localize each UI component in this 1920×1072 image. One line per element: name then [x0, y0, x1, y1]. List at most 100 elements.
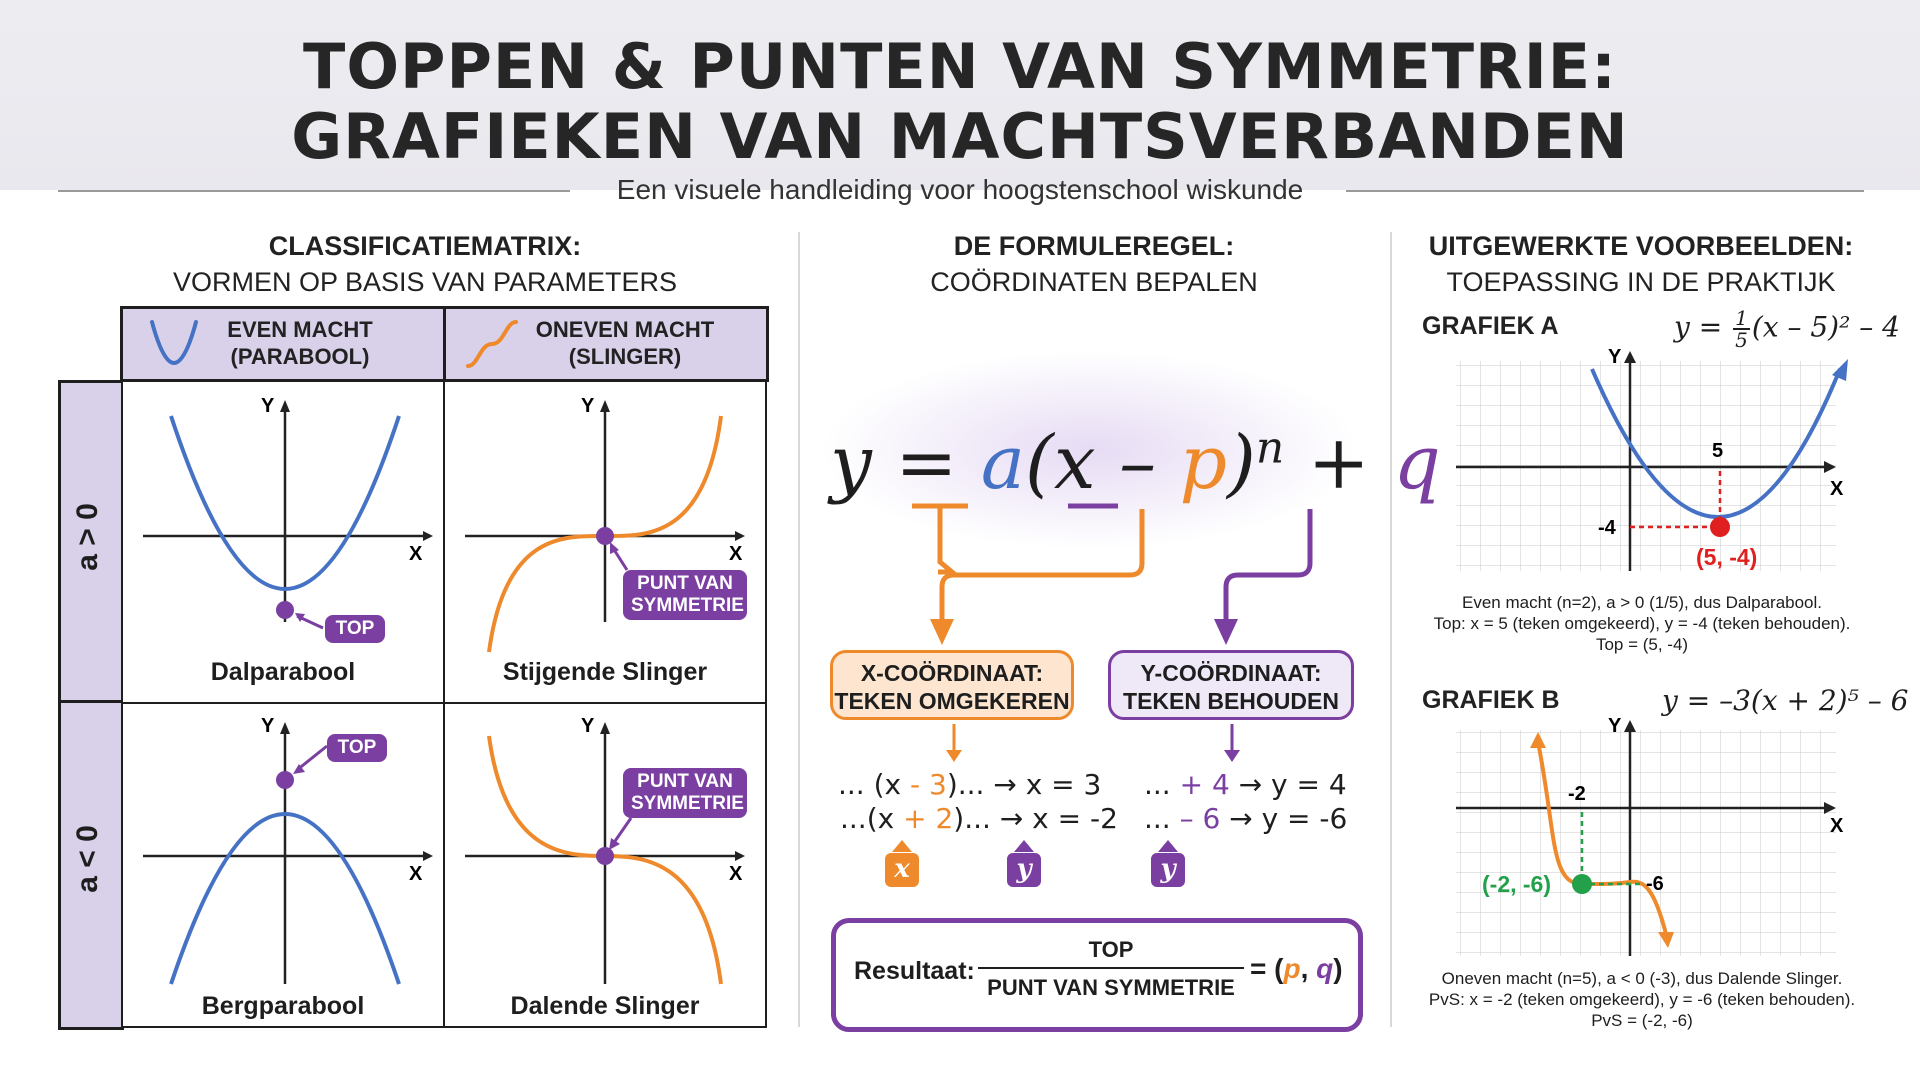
header-band [0, 0, 1920, 190]
y-axis-label: Y [581, 395, 595, 417]
y-axis-label: Y [1608, 715, 1622, 737]
top-pointer-head [293, 764, 305, 774]
parabola-icon [150, 320, 198, 365]
formula-glow [820, 350, 1360, 550]
x-axis-arrow [1824, 802, 1836, 814]
rule-y2-pre: ... [1144, 802, 1180, 835]
graph-b-note: Oneven macht (n=5), a < 0 (-3), dus Dale… [1412, 968, 1872, 1031]
page-title-line1: TOPPEN & PUNTEN VAN SYMMETRIE: [303, 30, 1617, 103]
y-axis-arrow [600, 722, 610, 734]
pvs-pointer [611, 817, 633, 845]
sling-icon [466, 320, 518, 368]
graph-b-curve [1536, 741, 1668, 935]
rule-y2-post: → y = -6 [1220, 802, 1348, 835]
y-coordinate-box: Y-COÖRDINAAT: TEKEN BEHOUDEN [1108, 650, 1354, 720]
graph-a-formula-post: (x – 5)² – 4 [1751, 310, 1900, 344]
y-axis-label: Y [1608, 346, 1622, 368]
x-axis-arrow [423, 531, 433, 541]
graph-b-formula: y = –3(x + 2)⁵ – 6 [1662, 684, 1909, 717]
rule-x1-pre: ... (x [838, 768, 910, 801]
x-coordinate-box: X-COÖRDINAAT: TEKEN OMGEKEREN [830, 650, 1074, 720]
graph-a-note2: Top: x = 5 (teken omgekeerd), y = -4 (te… [1433, 614, 1851, 633]
formula-heading: DE FORMULEREGEL: COÖRDINATEN BEPALEN [806, 228, 1382, 300]
x-axis-label: X [729, 543, 743, 565]
tag-pvs-line2: SYMMETRIE [631, 595, 744, 616]
rule-y1-pre: ... [1144, 768, 1180, 801]
label-dalparabool: Dalparabool [210, 658, 356, 686]
formula-plus: + [1284, 420, 1394, 506]
page-subtitle: Een visuele handleiding voor hoogstensch… [616, 174, 1304, 205]
examples-heading: UITGEWERKTE VOORBEELDEN: TOEPASSING IN D… [1396, 228, 1886, 300]
graph-bergparabool: X Y [143, 715, 433, 985]
result-p: p [1283, 953, 1301, 984]
x-box-line1: X-COÖRDINAAT: [860, 660, 1044, 686]
subtitle-row: Een visuele handleiding voor hoogstensch… [0, 172, 1920, 212]
graph-a-point-label: (5, -4) [1696, 544, 1757, 570]
cell-dalende-slinger: X Y PUNT VAN SYMMETRIE Dalende Slinger [443, 702, 767, 1028]
tag-punt-van-symmetrie: PUNT VAN SYMMETRIE [623, 768, 747, 818]
column-even-label-line2: (PARABOOL) [230, 344, 370, 369]
result-numerator: TOP [1088, 937, 1134, 962]
matrix-heading-line1: CLASSIFICATIEMATRIX: [268, 231, 582, 261]
graph-a-formula-pre: y = [1674, 310, 1732, 344]
x-arrow-head [930, 619, 954, 645]
x-axis-label: X [1830, 815, 1844, 837]
x-axis-label: X [409, 543, 423, 565]
label-stijgende-slinger: Stijgende Slinger [502, 658, 708, 686]
subtitle-rule-left [58, 190, 570, 192]
x-axis-label: X [1830, 478, 1844, 500]
examples-heading-line2: TOEPASSING IN DE PRAKTIJK [1446, 267, 1836, 297]
formula-q: q [1393, 420, 1441, 506]
rule-x2-num: + 2 [903, 802, 954, 835]
x-axis-arrow [1824, 461, 1836, 473]
p-spacer [800, 550, 940, 572]
rule-x2: ...(x + 2)... → x = -2 [840, 802, 1118, 835]
p-spacer [800, 512, 940, 574]
p-spacer [800, 510, 940, 578]
cell-dalparabool: X Y TOP Dalparabool [121, 380, 445, 704]
tag-top: TOP [327, 734, 387, 762]
graph-a-note: Even macht (n=2), a > 0 (1/5), dus Dalpa… [1412, 592, 1872, 655]
graph-b-note3: PvS = (-2, -6) [1591, 1011, 1693, 1030]
general-formula: y = a(x – p)n + q [830, 420, 1441, 506]
tag-pvs-line2: SYMMETRIE [631, 793, 744, 814]
matrix-row-divider [58, 700, 124, 703]
cell-stijgende-slinger: X Y PUNT VAN SYMMETRIE Stijgende Slinger [443, 380, 767, 704]
examples-heading-line1: UITGEWERKTE VOORBEELDEN: [1428, 231, 1854, 261]
rule-y1: ... + 4 → y = 4 [1144, 768, 1347, 801]
y-chip-pointer [1158, 840, 1178, 852]
top-pointer-head [295, 613, 305, 622]
result-denominator: PUNT VAN SYMMETRIE [987, 975, 1235, 1000]
graph-dalende-slinger: X Y [465, 715, 745, 985]
y-chip-pointer [1014, 840, 1034, 852]
result-eq: = ( [1250, 953, 1284, 984]
graph-b-curve-arrow-top [1530, 732, 1546, 748]
x-axis-arrow [423, 851, 433, 861]
row-label-negative: a < 0 [71, 825, 104, 893]
rule-y2-num: – 6 [1179, 802, 1221, 835]
graph-a-tick-y: -4 [1598, 517, 1617, 539]
formula-n: n [1255, 422, 1285, 474]
graph-b: X Y -2 -6 (-2, -6) [1456, 715, 1844, 956]
formula-p: p [1179, 420, 1228, 506]
tag-pvs-line1: PUNT VAN [637, 573, 733, 594]
matrix-header-divider [443, 306, 446, 382]
rule-y1-post: → y = 4 [1229, 768, 1347, 801]
graph-a-note1: Even macht (n=2), a > 0 (1/5), dus Dalpa… [1461, 593, 1823, 612]
column-odd-label: ONEVEN MACHT (SLINGER) [520, 316, 730, 370]
subtitle-rule-right [1346, 190, 1864, 192]
column-odd-label-line2: (SLINGER) [568, 344, 682, 369]
formula-arrows [930, 509, 1313, 645]
p-spacer [800, 510, 940, 574]
formula-a: a [980, 420, 1025, 506]
y-axis-label: Y [261, 395, 275, 417]
chip-x: x [885, 853, 919, 887]
x-axis-arrow [735, 531, 745, 541]
rule-x1-post: )... → x = 3 [946, 768, 1102, 801]
matrix-row-header [58, 380, 124, 1030]
pvs-pointer [611, 547, 629, 571]
result-close: ) [1333, 953, 1343, 984]
result-q: q [1316, 953, 1334, 984]
graph-a-curve-arrow [1832, 359, 1848, 381]
